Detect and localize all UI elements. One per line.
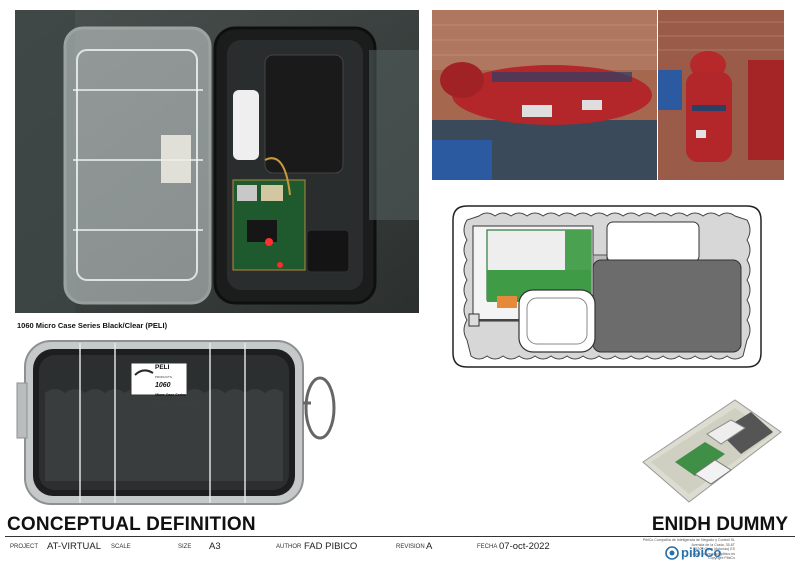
revision-value: A: [426, 541, 433, 552]
date-value: 07-oct-2022: [499, 541, 550, 552]
project-value: AT-VIRTUAL: [47, 541, 102, 552]
dummy-standing-illustration: [658, 10, 784, 180]
pibico-logo: pibiCo: [665, 545, 721, 560]
project-label: PROJECT: [10, 544, 39, 550]
case-layout-drawing: [452, 205, 762, 368]
title-divider: [5, 536, 795, 537]
case-3d-illustration: [642, 399, 782, 503]
render-3d-case: [635, 392, 785, 510]
pibico-logo-icon: [665, 545, 679, 560]
photo-open-case-electronics: [15, 10, 419, 313]
company-email: e-mail: proyectos@pibico.es: [689, 551, 735, 556]
company-name: PibiCo Compañía de Inteligencia de Negoc…: [642, 538, 735, 542]
size-value: A3: [209, 541, 221, 552]
pibico-brand-name: pibiCo: [681, 545, 722, 560]
size-label: SIZE: [178, 544, 192, 550]
company-copyright: Copyright PibiCo: [708, 556, 735, 561]
dummy-lying-illustration: [432, 10, 657, 180]
photo-dummy-standing: [658, 10, 784, 180]
company-city: 33205 Gijón (Asturias) ES: [693, 547, 735, 552]
peli-products: PRODUCTS: [155, 375, 172, 379]
peli-case-illustration: [16, 340, 336, 505]
date-label: FECHA: [477, 544, 498, 550]
peli-small-print: PELI PRODUCTS · TORRANCE, CA 90503 USA: [155, 404, 203, 406]
sheet-subject: ENIDH DUMMY: [651, 514, 788, 535]
peli-series: Micro Case Series: [155, 393, 186, 397]
author-label: AUTHOR: [276, 544, 302, 550]
open-case-illustration: [15, 10, 419, 313]
peli-brand: PELI: [155, 364, 170, 371]
sheet-title: CONCEPTUAL DEFINITION: [7, 514, 256, 535]
author-value: FAD PIBICO: [304, 541, 358, 552]
case-caption: 1060 Micro Case Series Black/Clear (PELI…: [17, 321, 168, 330]
peli-model: 1060: [155, 382, 171, 389]
company-address: Avenida de la Costa, 35-6T: [691, 542, 736, 547]
technical-drawing-top-view: [447, 200, 767, 373]
photo-peli-case: PELI PRODUCTS 1060 Micro Case Series PEL…: [15, 333, 345, 513]
peli-label: PELI PRODUCTS 1060 Micro Case Series PEL…: [155, 362, 203, 408]
company-info: PibiCo Compañía de Inteligencia de Negoc…: [585, 538, 735, 561]
revision-label: REVISION: [396, 544, 425, 550]
photo-dummy-lying: [432, 10, 657, 180]
scale-label: SCALE: [111, 544, 131, 550]
